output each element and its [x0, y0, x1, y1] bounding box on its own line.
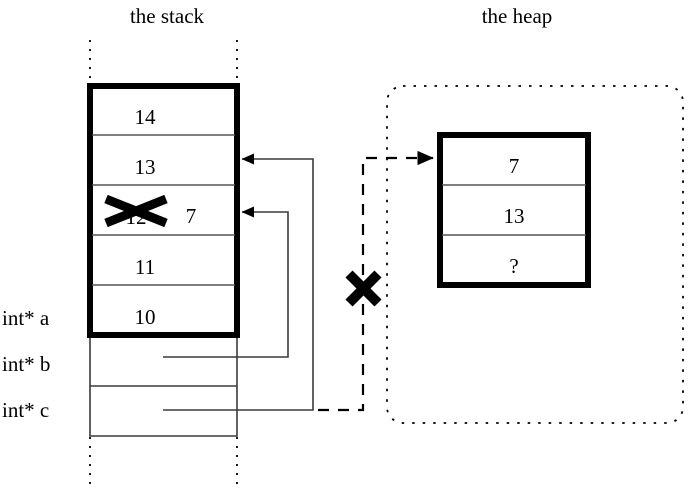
heap-cell-value-0: 7 — [509, 154, 520, 178]
heap-region-boundary — [386, 85, 684, 424]
stack-cell-value-4: 10 — [135, 305, 156, 329]
pointer-label-b: int* b — [2, 352, 50, 376]
heap-cell-value-1: 13 — [504, 204, 525, 228]
heap-title: the heap — [482, 4, 553, 28]
pointer-label-a: int* a — [2, 306, 50, 330]
pointer-c-arrow — [163, 153, 314, 411]
stack-frame — [87, 83, 240, 338]
struck-value-cross-icon — [104, 194, 168, 228]
invalid-pointer-cross-icon — [345, 270, 382, 307]
stack-cell-value-3: 11 — [135, 255, 155, 279]
heap-cell-value-2: ? — [509, 254, 518, 278]
stack-cell-replacement-2: 7 — [186, 204, 197, 228]
stack-cell-value-1: 13 — [135, 155, 156, 179]
pointer-label-c: int* c — [2, 398, 49, 422]
stack-title: the stack — [130, 4, 205, 28]
pointer-b-arrow — [163, 206, 289, 358]
stale-pointer-dashed-arrow — [318, 150, 434, 412]
stack-cell-value-0: 14 — [135, 105, 157, 129]
heap-block-frame — [437, 132, 591, 288]
